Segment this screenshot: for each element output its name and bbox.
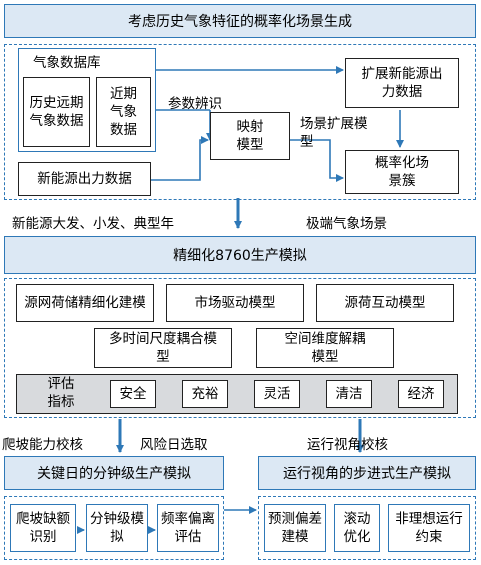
scene-extension-model-label: 场景扩展模型 (300, 116, 368, 150)
extreme-weather-label: 极端气象场景 (306, 216, 387, 232)
new-energy-output-data: 新能源出力数据 (18, 162, 151, 196)
minute-level-simulation: 分钟级模拟 (86, 504, 148, 552)
title-band: 考虑历史气象特征的概率化场景生成 (4, 4, 476, 38)
operation-view-simulation-band: 运行视角的步进式生产模拟 (258, 456, 476, 490)
production-simulation-area (4, 278, 476, 418)
weather-database-box (18, 48, 156, 152)
ramp-shortage-identification: 爬坡缺额识别 (10, 504, 76, 552)
non-ideal-operation-constraints: 非理想运行约束 (388, 504, 470, 552)
mapping-model: 映射模型 (210, 112, 290, 160)
indicator-economy: 经济 (398, 380, 444, 408)
indicator-safety: 安全 (110, 380, 156, 408)
recent-weather-data: 近期气象数据 (96, 77, 151, 147)
frequency-deviation-assessment: 频率偏离评估 (157, 504, 219, 552)
indicator-cleanliness: 清洁 (326, 380, 372, 408)
typical-year-label: 新能源大发、小发、典型年 (12, 216, 174, 232)
rolling-optimization: 滚动优化 (334, 504, 380, 552)
scene-generation-area (4, 44, 476, 200)
production-simulation-band: 精细化8760生产模拟 (4, 236, 476, 274)
source-load-interaction-model: 源荷互动模型 (316, 284, 454, 322)
source-grid-load-storage-model: 源网荷储精细化建模 (16, 284, 154, 322)
param-identification-label: 参数辨识 (168, 96, 222, 112)
operation-view-simulation-area (258, 496, 476, 560)
diagram-title: 考虑历史气象特征的概率化场景生成 (128, 14, 352, 30)
historical-weather-data: 历史远期气象数据 (23, 77, 90, 147)
weather-database-label: 气象数据库 (33, 55, 101, 71)
extended-new-energy-data: 扩展新能源出力数据 (345, 58, 459, 108)
market-driven-model: 市场驱动模型 (166, 284, 304, 322)
key-day-simulation-area (4, 496, 224, 560)
production-simulation-title: 精细化8760生产模拟 (173, 248, 307, 264)
multi-timescale-coupling-model: 多时间尺度耦合模型 (94, 328, 232, 368)
probabilistic-scene-cluster: 概率化场景簇 (345, 150, 459, 194)
evaluation-indicator-bar (16, 374, 458, 414)
operation-view-simulation-title: 运行视角的步进式生产模拟 (283, 466, 451, 482)
indicator-adequacy: 充裕 (182, 380, 228, 408)
forecast-error-modeling: 预测偏差建模 (264, 504, 326, 552)
spatial-decoupling-model: 空间维度解耦模型 (256, 328, 394, 368)
ramp-capability-check-label: 爬坡能力校核 (2, 437, 83, 453)
risk-day-selection-label: 风险日选取 (140, 437, 208, 453)
key-day-simulation-title: 关键日的分钟级生产模拟 (37, 466, 191, 482)
indicator-flexibility: 灵活 (254, 380, 300, 408)
evaluation-indicator-label: 评估指标 (47, 376, 75, 410)
operation-view-check-label: 运行视角校核 (307, 437, 388, 453)
key-day-simulation-band: 关键日的分钟级生产模拟 (4, 456, 224, 490)
